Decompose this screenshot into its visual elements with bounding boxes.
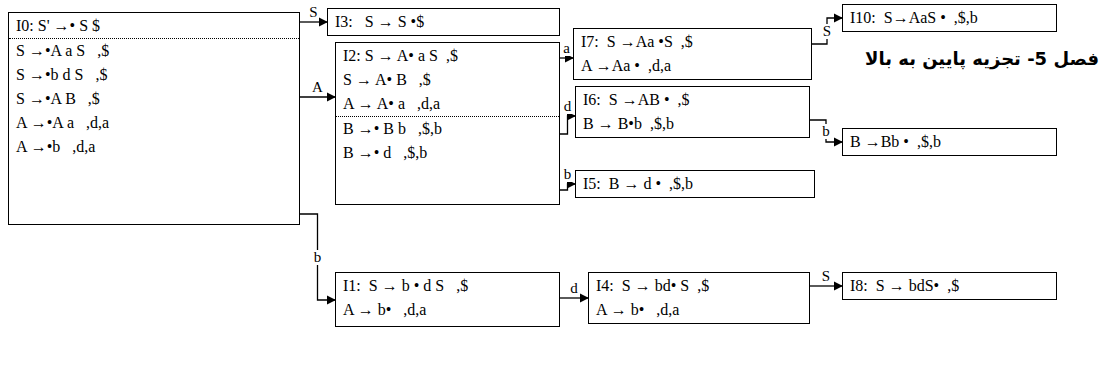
transition-symbol: d (569, 281, 579, 296)
transition-arrow (560, 57, 573, 58)
item-set-box: I0: S' →• S $S →•A a S ,$S →•b d S ,$S →… (8, 12, 300, 225)
lr-item: B → B•b ,$,b (583, 112, 802, 136)
item-set-box: I5: B → d • ,$,b (575, 170, 815, 198)
transition-symbol: S (822, 24, 832, 39)
transition-arrow (560, 297, 588, 298)
lr-item: A →•A a ,d,a (16, 111, 292, 135)
item-set-box: I3: S → S •$ (327, 8, 560, 36)
chapter-heading: فصل 5- تجزیه پایین به بالا (865, 48, 1099, 69)
transition-symbol: d (563, 99, 573, 114)
item-set-heading: I8: S → bdS• ,$ (850, 274, 1049, 298)
item-set-box: I10: S→AaS • ,$,b (842, 4, 1057, 32)
lr-item: B →• d ,$,b (343, 141, 552, 165)
transition-symbol: A (311, 80, 324, 95)
lr-item: B →• B b ,$,b (336, 116, 559, 141)
lr-item: S →•b d S ,$ (16, 63, 292, 87)
transition-symbol: S (821, 269, 831, 284)
item-set-heading: I4: S → bd• S ,$ (596, 274, 802, 298)
item-set-heading: I3: S → S •$ (335, 10, 552, 34)
transition-symbol: b (821, 124, 831, 139)
lr-item: S → A• B ,$ (343, 68, 552, 92)
transition-symbol: S (308, 5, 318, 20)
item-set-heading: I2: S → A• a S ,$ (343, 44, 552, 68)
transition-arrow (560, 184, 575, 190)
item-set-box: I8: S → bdS• ,$ (842, 272, 1057, 300)
transition-symbol: b (313, 250, 323, 265)
item-set-box: I7: S →Aa •S ,$A →Aa • ,d,a (573, 28, 812, 80)
item-set-heading: I1: S → b • d S ,$ (343, 274, 552, 298)
transition-arrow (300, 96, 335, 97)
transition-symbol: b (563, 167, 573, 182)
lr-item: S →•A B ,$ (16, 87, 292, 111)
item-set-box: I2: S → A• a S ,$S → A• B ,$A → A• a ,d,… (335, 42, 560, 205)
item-set-heading: I0: S' →• S $ (16, 14, 292, 38)
lr-item: A →•b ,d,a (16, 135, 292, 159)
lr-item: A →Aa • ,d,a (581, 54, 804, 78)
item-set-heading: I6: S →AB • ,$ (583, 88, 802, 112)
transition-arrow (810, 285, 842, 286)
item-set-heading: I7: S →Aa •S ,$ (581, 30, 804, 54)
item-set-heading: I5: B → d • ,$,b (583, 172, 807, 196)
lr-item: A → b• ,d,a (343, 298, 552, 322)
transition-arrow (812, 18, 842, 44)
item-set-box: I1: S → b • d S ,$A → b• ,d,a (335, 272, 560, 327)
lr-item: S →•A a S ,$ (9, 38, 299, 63)
item-set-box: I6: S →AB • ,$B → B•b ,$,b (575, 86, 810, 138)
transition-arrow (300, 21, 327, 22)
transition-arrow (560, 116, 575, 134)
transition-arrow (810, 120, 842, 142)
transition-arrow (300, 214, 335, 300)
lr-item: A → A• a ,d,a (343, 92, 552, 116)
item-set-box: B →Bb • ,$,b (842, 128, 1057, 156)
item-set-box: I4: S → bd• S ,$A → b• ,d,a (588, 272, 810, 324)
item-set-heading: I10: S→AaS • ,$,b (850, 6, 1049, 30)
lr-item: A → b• ,d,a (596, 298, 802, 322)
transition-symbol: a (562, 41, 571, 56)
item-set-heading: B →Bb • ,$,b (850, 130, 1049, 154)
